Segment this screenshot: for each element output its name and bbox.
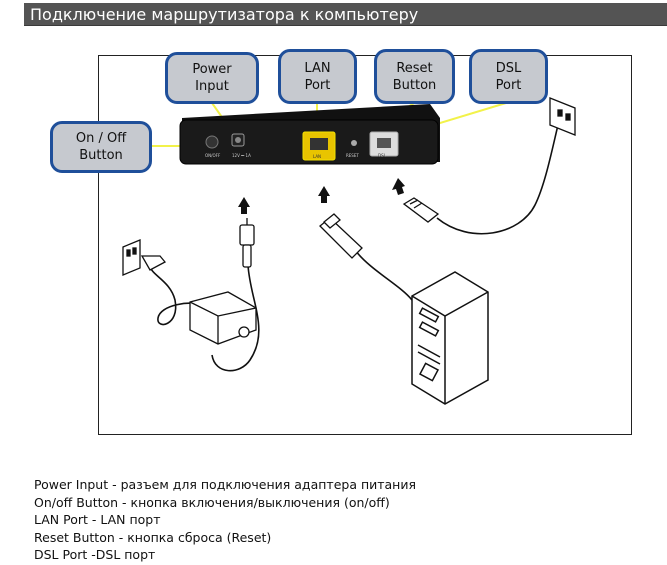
lan-cable: [354, 249, 413, 301]
arrow-lan: [318, 186, 330, 203]
router-on-off-button: [205, 135, 219, 149]
router-label-on-off: ON/OFF: [205, 153, 221, 158]
router-label-power: 12V ⎓ 1A: [232, 153, 251, 158]
adapter-to-outlet-cable: [149, 264, 206, 326]
power-adapter: [189, 291, 257, 345]
router-device: ON/OFF 12V ⎓ 1A LAN RESET DSL: [179, 104, 440, 165]
router-reset-hole: [351, 140, 357, 146]
legend-list: Power Input - разъем для подключения ада…: [34, 476, 416, 564]
arrow-dsl: [392, 178, 405, 195]
legend-item: LAN Port - LAN порт: [34, 512, 161, 527]
arrow-power: [238, 197, 250, 214]
router-label-lan: LAN: [313, 154, 321, 159]
dsl-plug: [402, 197, 440, 223]
callout-lan-port: LAN Port: [278, 49, 357, 104]
barrel-plug: [239, 218, 255, 268]
callout-dsl-port: DSL Port: [469, 49, 548, 104]
power-cable: [211, 264, 260, 372]
legend-item: Power Input - разъем для подключения ада…: [34, 477, 417, 492]
dsl-cable: [436, 124, 559, 235]
arrows: [238, 178, 405, 214]
wall-outlet-power: [122, 239, 167, 276]
pc-tower: [411, 271, 489, 405]
router-label-dsl: DSL: [378, 153, 387, 158]
callout-power-input: Power Input: [165, 52, 259, 104]
callout-reset-button: Reset Button: [374, 49, 455, 104]
router-label-reset: RESET: [346, 153, 359, 158]
page-title: Подключение маршрутизатора к компьютеру: [24, 3, 667, 26]
legend-item: DSL Port -DSL порт: [34, 547, 156, 562]
lan-plug: [319, 213, 363, 259]
legend-item: On/off Button - кнопка включения/выключе…: [34, 494, 390, 510]
callout-on-off-button: On / Off Button: [50, 121, 152, 173]
legend-item: Reset Button - кнопка сброса (Reset): [34, 529, 272, 545]
wall-outlet-phone: [549, 97, 576, 136]
